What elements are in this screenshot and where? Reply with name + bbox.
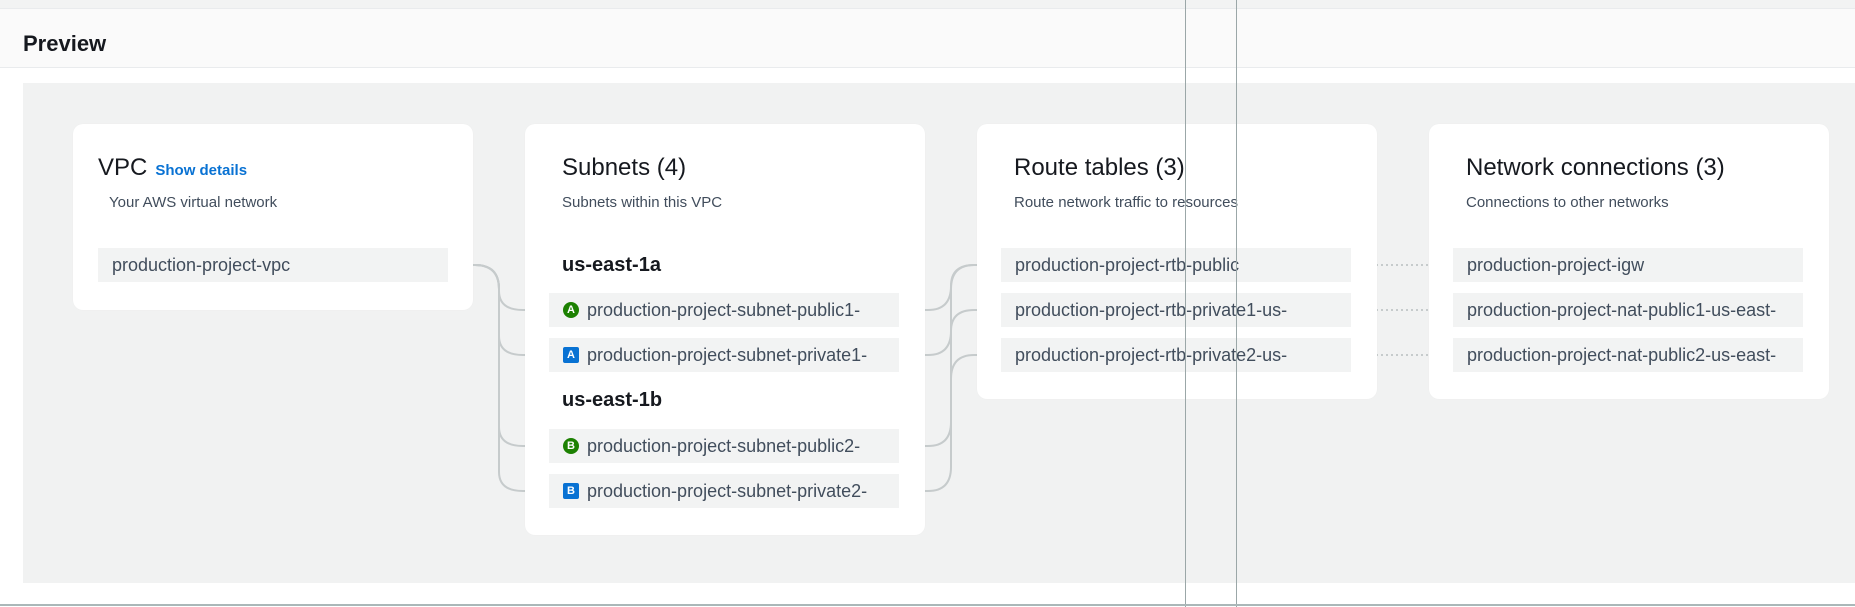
subnets-card: Subnets (4) Subnets within this VPC us-e… <box>525 124 925 535</box>
network-connection-item[interactable]: production-project-nat-public2-us-east- <box>1453 338 1803 372</box>
subnet-label: production-project-subnet-private2- <box>587 481 868 501</box>
vertical-guide-line <box>1236 0 1237 607</box>
vpc-card-title: VPC <box>98 154 148 181</box>
vpc-title-row: VPC Show details <box>98 154 247 182</box>
network-connection-item[interactable]: production-project-igw <box>1453 248 1803 282</box>
route-tables-card-description: Route network traffic to resources <box>1014 194 1238 211</box>
connector-subnet-public2-rtb-public <box>899 264 1001 447</box>
subnet-label: production-project-subnet-public2- <box>587 436 861 456</box>
subnet-item[interactable]: A production-project-subnet-private1- <box>549 338 899 372</box>
subnet-item[interactable]: B production-project-subnet-public2- <box>549 429 899 463</box>
show-details-link[interactable]: Show details <box>155 162 248 179</box>
bottom-border <box>0 604 1855 606</box>
network-connection-item[interactable]: production-project-nat-public1-us-east- <box>1453 293 1803 327</box>
preview-title: Preview <box>23 31 107 56</box>
route-tables-card-title: Route tables (3) <box>1014 154 1185 181</box>
route-tables-card: Route tables (3) Route network traffic t… <box>977 124 1377 399</box>
subnets-card-title: Subnets (4) <box>562 154 687 181</box>
az-heading-us-east-1a: us-east-1a <box>562 254 661 276</box>
vpc-card: VPC Show details Your AWS virtual network… <box>73 124 473 310</box>
route-table-item[interactable]: production-project-rtb-public <box>1001 248 1351 282</box>
route-table-item[interactable]: production-project-rtb-private2-us- <box>1001 338 1351 372</box>
preview-header: Preview <box>0 9 1855 68</box>
vpc-card-description: Your AWS virtual network <box>109 194 278 211</box>
network-connections-card: Network connections (3) Connections to o… <box>1429 124 1829 399</box>
vertical-guide-line <box>1185 0 1186 607</box>
connector-subnet-private1-rtb-private1 <box>899 309 1001 356</box>
subnet-item[interactable]: A production-project-subnet-public1- <box>549 293 899 327</box>
public-subnet-badge-icon: A <box>563 302 579 318</box>
network-connections-card-title: Network connections (3) <box>1466 154 1725 181</box>
subnets-card-description: Subnets within this VPC <box>562 194 723 211</box>
top-strip <box>0 0 1855 9</box>
public-subnet-badge-icon: B <box>563 438 579 454</box>
subnet-label: production-project-subnet-public1- <box>587 300 861 320</box>
az-heading-us-east-1b: us-east-1b <box>562 389 663 411</box>
connector-subnet-private2-rtb-private2 <box>899 354 1001 492</box>
subnet-item[interactable]: B production-project-subnet-private2- <box>549 474 899 508</box>
private-subnet-badge-icon: A <box>563 347 579 363</box>
connector-vpc-subnet-private2 <box>448 264 549 492</box>
vpc-item[interactable]: production-project-vpc <box>98 248 448 282</box>
network-connections-card-description: Connections to other networks <box>1466 194 1669 211</box>
private-subnet-badge-icon: B <box>563 483 579 499</box>
subnet-label: production-project-subnet-private1- <box>587 345 868 365</box>
route-table-item[interactable]: production-project-rtb-private1-us- <box>1001 293 1351 327</box>
